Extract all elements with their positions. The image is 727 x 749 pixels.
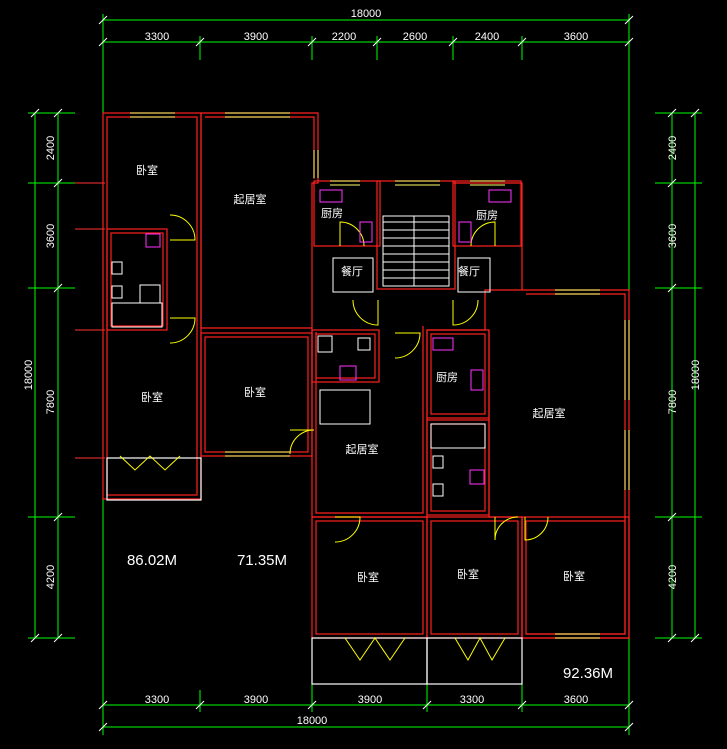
fixtures: [111, 189, 512, 497]
dim-bottom-5: 3600: [564, 694, 588, 706]
dim-right-4: 4200: [667, 565, 679, 589]
room-label-kitchen-left: 厨房: [321, 207, 343, 220]
room-label-living-right: 起居室: [533, 406, 566, 420]
room-label-kitchen-right: 厨房: [436, 371, 458, 384]
axis-lines: [75, 182, 105, 459]
room-label-bedroom-s2: 卧室: [457, 567, 479, 581]
dim-top-5: 2400: [475, 31, 499, 43]
dim-right-total: 18000: [690, 360, 702, 391]
dim-bottom-2: 3900: [244, 694, 268, 706]
dim-bottom-3: 3900: [358, 694, 382, 706]
dim-top-4: 2600: [403, 31, 427, 43]
dim-left-2: 3600: [45, 224, 57, 248]
dim-left-4: 4200: [45, 565, 57, 589]
dim-right-1: 2400: [667, 136, 679, 160]
dim-left-total: 18000: [23, 360, 35, 391]
room-label-living-center: 起居室: [346, 442, 379, 456]
dim-bottom-1: 3300: [145, 694, 169, 706]
dimension-grid: [28, 14, 702, 735]
dim-bottom-total: 18000: [297, 715, 328, 727]
dim-left-1: 2400: [45, 136, 57, 160]
stairs: [382, 215, 450, 287]
room-label-bedroom-nw: 卧室: [136, 163, 158, 177]
area-unit-b: 71.35M: [237, 552, 287, 569]
dim-top-3: 2200: [332, 31, 356, 43]
doors: [119, 214, 549, 662]
room-label-dining-mid: 餐厅: [458, 264, 480, 278]
dim-top-6: 3600: [564, 31, 588, 43]
room-label-living-left: 起居室: [234, 192, 267, 206]
dim-top-2: 3900: [244, 31, 268, 43]
room-label-dining-left: 餐厅: [341, 264, 363, 278]
dim-right-3: 7800: [667, 390, 679, 414]
room-label-bedroom-w: 卧室: [141, 390, 163, 404]
dim-left-3: 7800: [45, 390, 57, 414]
room-label-bedroom-center: 卧室: [244, 385, 266, 399]
windows: [130, 112, 630, 639]
dim-bottom-4: 3300: [460, 694, 484, 706]
room-label-kitchen-mid: 厨房: [476, 209, 498, 222]
walls: [102, 112, 630, 685]
room-label-bedroom-s1: 卧室: [357, 570, 379, 584]
dim-right-2: 3600: [667, 224, 679, 248]
dim-top-total: 18000: [351, 8, 382, 20]
room-label-bedroom-s3: 卧室: [563, 569, 585, 583]
dim-top-1: 3300: [145, 31, 169, 43]
area-unit-a: 86.02M: [127, 552, 177, 569]
area-unit-c: 92.36M: [563, 665, 613, 682]
